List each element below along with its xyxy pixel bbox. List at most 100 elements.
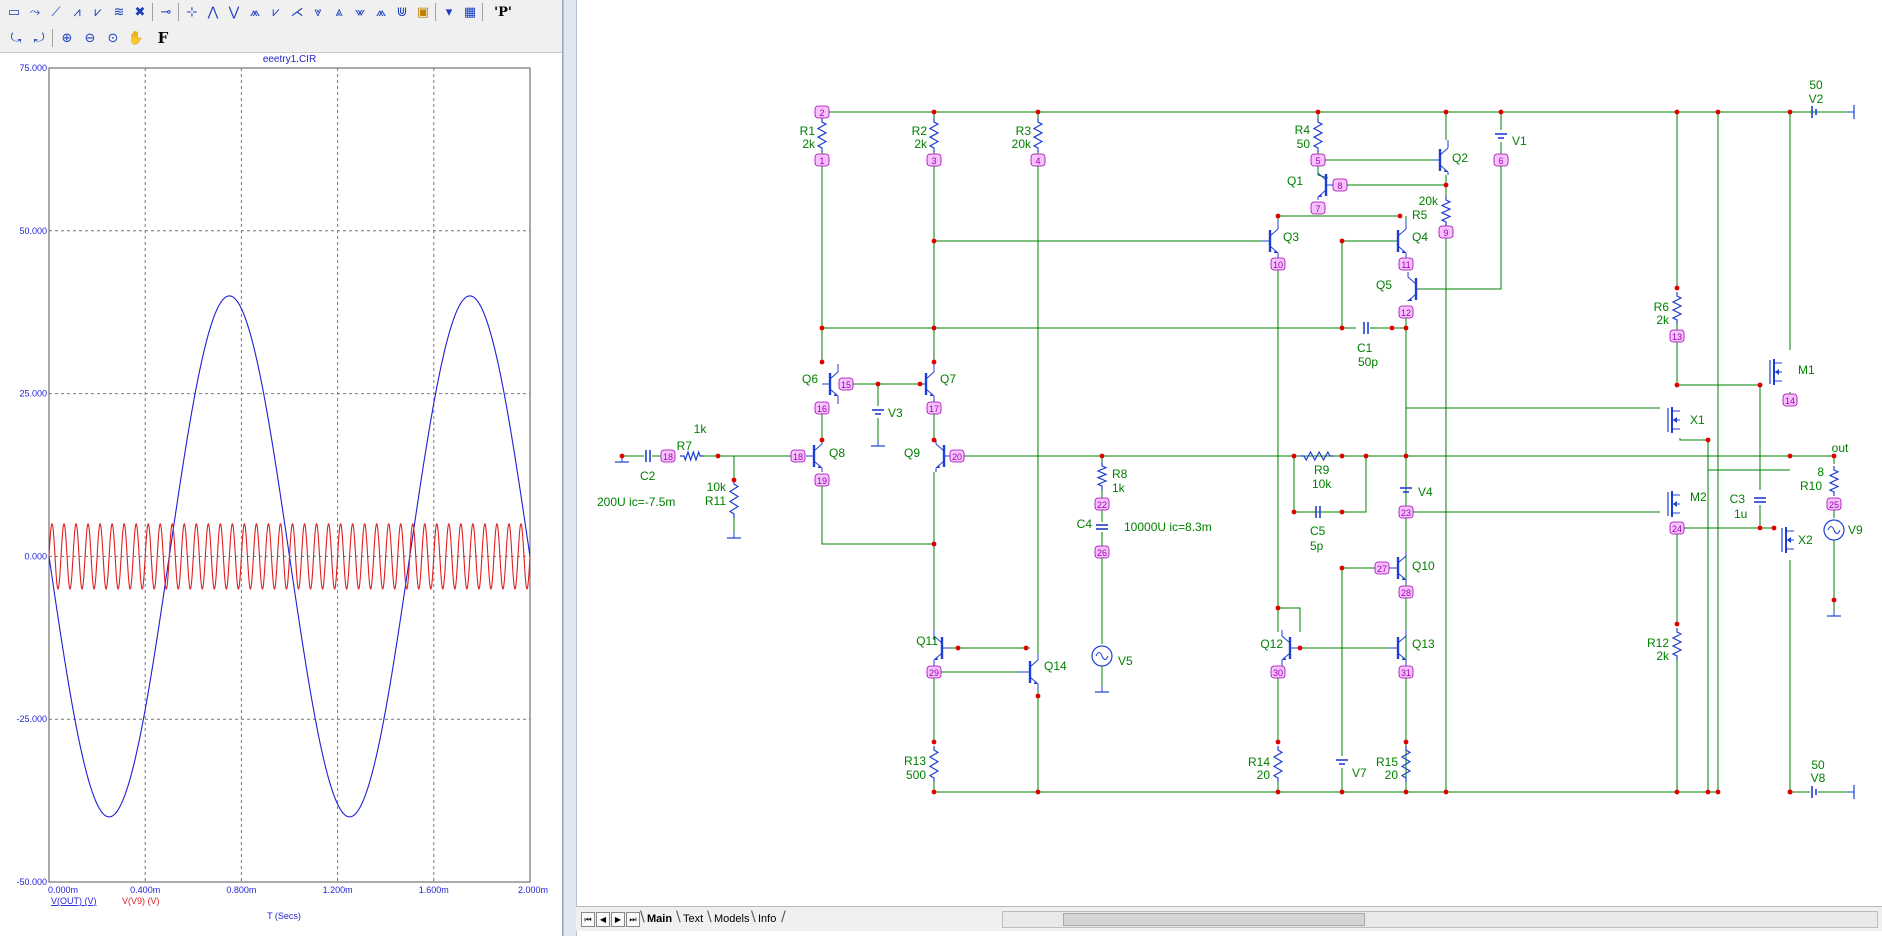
transistor[interactable] [933,630,950,666]
legend-item[interactable]: V(V9) (V) [122,896,160,906]
wires [622,111,1848,793]
pan-icon[interactable]: ✋ [127,30,145,46]
scrollbar-thumb[interactable] [1063,913,1365,926]
resistor[interactable] [680,450,704,462]
chip-icon[interactable]: ▣ [416,4,430,20]
delete-icon[interactable]: ✖ [134,4,146,20]
wave7-icon[interactable]: ⩓ [335,4,343,20]
legend-item[interactable]: V(OUT) (V) [51,896,97,906]
transistor[interactable] [806,440,823,472]
wave9-icon[interactable]: ⩕ [375,4,387,20]
component-label: Q1 [1287,174,1303,188]
first-page-button[interactable]: ⏮ [581,912,595,927]
scale-x-icon[interactable]: ⤿ [10,30,22,46]
window-splitter[interactable] [563,0,577,936]
resistor[interactable] [1300,450,1334,462]
transient-plot[interactable]: eeetry1.CIR75.00050.00025.0000.000-25.00… [0,53,562,936]
resistor[interactable] [1828,466,1840,496]
tag-icon[interactable]: ⊸ [160,4,172,20]
node-number: 11 [1398,257,1414,271]
junction-dot [1757,382,1763,388]
resistor[interactable] [928,118,940,152]
tab-main[interactable]: Main [647,913,673,925]
junction-dot [1339,509,1345,515]
grid-icon[interactable]: ▦ [463,4,477,20]
battery[interactable] [1811,786,1817,798]
wave1-icon[interactable]: ⋀ [207,4,219,20]
transistor[interactable] [1018,654,1039,690]
dropdown-icon[interactable]: ▾ [445,4,453,20]
next-page-button[interactable]: ▶ [611,912,625,927]
battery[interactable] [1495,133,1507,139]
ac-source-icon[interactable] [1091,645,1113,667]
resistor[interactable] [728,480,740,518]
wave10-icon[interactable]: ⋓ [396,4,408,20]
resistor[interactable] [1096,462,1108,490]
transistor[interactable] [1388,552,1407,584]
wire [821,486,934,545]
transistor[interactable] [1433,140,1449,175]
capacitor[interactable] [1096,524,1108,530]
tab-text[interactable]: Text [683,913,704,925]
tab-models[interactable]: Models [714,913,750,925]
zoom-fit-icon[interactable]: ⊙ [107,30,119,46]
mosfet[interactable] [1667,491,1680,517]
mosfet[interactable] [1769,359,1782,385]
transistor[interactable] [1396,220,1407,258]
text-toggle-button[interactable]: 'P' [494,4,512,20]
zoom-out-icon[interactable]: ⊖ [84,30,96,46]
mosfet[interactable] [1667,407,1680,433]
resistor[interactable] [1032,118,1044,152]
capacitor[interactable] [1363,322,1369,334]
wave3-icon[interactable]: ⩕ [249,4,261,20]
wave-icon[interactable]: ≋ [113,4,125,20]
node-number: 28 [1398,585,1414,599]
tag2-icon[interactable]: ⊹ [186,4,198,20]
wave8-icon[interactable]: ⩖ [354,4,366,20]
slope-icon[interactable]: ⟋ [51,4,61,20]
resistor[interactable] [1671,628,1683,660]
horizontal-scrollbar[interactable] [1002,911,1878,928]
capacitor[interactable] [1315,506,1321,518]
resistor[interactable] [1671,292,1683,324]
svg-text:22: 22 [1097,500,1107,510]
resistor[interactable] [928,746,940,782]
resistor[interactable] [1272,746,1284,782]
transistor[interactable] [1390,630,1407,666]
wave2-icon[interactable]: ⋁ [228,4,240,20]
transistor[interactable] [1262,220,1279,258]
valley-icon[interactable]: ⩗ [94,4,102,20]
peak-icon[interactable]: ⩘ [73,4,81,20]
cursor-icon[interactable]: ⤳ [29,4,41,20]
ac-source-icon[interactable] [1823,519,1845,541]
capacitor[interactable] [645,450,651,462]
wave6-icon[interactable]: ⩔ [314,4,322,20]
font-button[interactable]: F [157,29,169,47]
resistor[interactable] [1400,746,1412,782]
scope-icon[interactable]: ▭ [7,4,21,20]
prev-page-button[interactable]: ◀ [596,912,610,927]
last-page-button[interactable]: ⏭ [626,912,640,927]
wave4-icon[interactable]: ⩗ [272,4,280,20]
zoom-in-icon[interactable]: ⊕ [61,30,73,46]
capacitor[interactable] [1754,497,1766,503]
transistor[interactable] [822,364,839,404]
wave5-icon[interactable]: ⋌ [290,4,304,20]
y-tick-label: -50.000 [16,877,47,887]
battery[interactable] [1336,759,1348,765]
transistor[interactable] [1407,272,1420,302]
scale-y-icon[interactable]: ⤾ [33,30,45,46]
junction-dot [875,381,881,387]
transistor[interactable] [1281,630,1300,666]
battery[interactable] [872,409,884,415]
tab-info[interactable]: Info [758,913,777,925]
resistor[interactable] [816,118,828,152]
transistor[interactable] [1317,172,1340,200]
mosfet[interactable] [1781,527,1794,553]
battery[interactable] [1400,487,1412,493]
resistor[interactable] [1312,118,1324,152]
y-tick-label: -25.000 [16,714,47,724]
resistor[interactable] [1440,196,1452,226]
battery[interactable] [1811,106,1817,118]
